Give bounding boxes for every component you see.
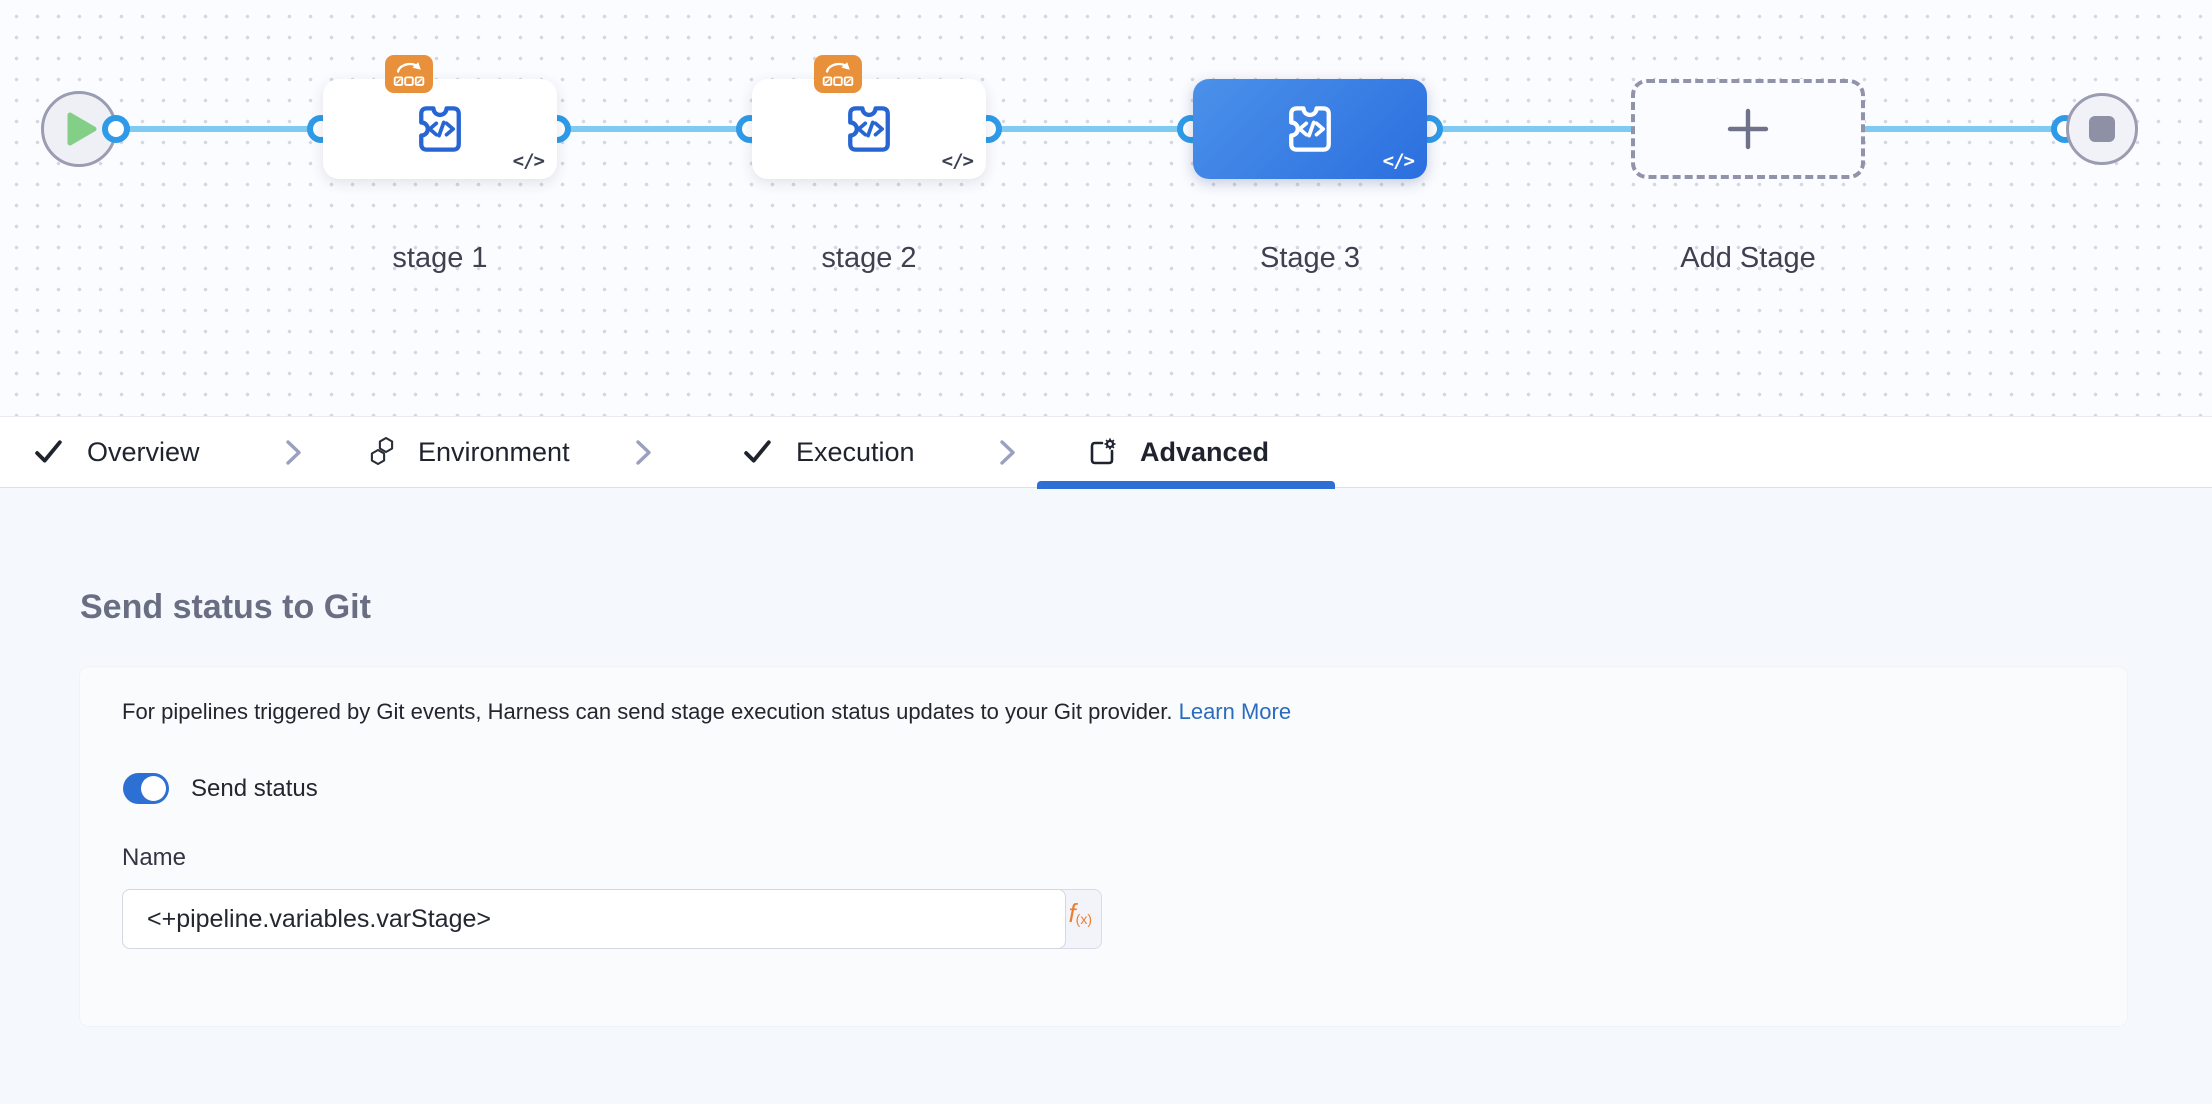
tab-label: Execution — [796, 436, 915, 467]
fx-icon: f — [1068, 898, 1076, 928]
check-icon — [742, 438, 774, 466]
stage-label: stage 1 — [392, 242, 488, 274]
stage-label: stage 2 — [821, 242, 917, 274]
send-status-toggle[interactable] — [123, 773, 169, 804]
advanced-gear-icon — [1086, 436, 1118, 468]
loop-strategy-badge — [814, 55, 862, 93]
section-title: Send status to Git — [80, 588, 371, 626]
stage-node-stage-2[interactable]: </> — [752, 79, 986, 179]
tab-advanced[interactable]: Advanced — [1086, 417, 1269, 487]
environment-hexagons-icon — [368, 436, 396, 468]
code-toggle-glyph: </> — [512, 150, 545, 172]
chevron-right-icon — [1000, 439, 1016, 466]
tab-label: Overview — [87, 436, 200, 467]
stage-node-stage-3[interactable]: </> — [1193, 79, 1427, 179]
tab-label: Environment — [418, 436, 570, 467]
chevron-right-icon — [636, 439, 652, 466]
stage-label: Stage 3 — [1260, 242, 1360, 274]
custom-stage-icon — [838, 99, 900, 159]
play-icon — [67, 112, 97, 146]
tab-environment[interactable]: Environment — [368, 417, 570, 487]
check-icon — [33, 438, 65, 466]
code-toggle-glyph: </> — [1382, 150, 1415, 172]
send-status-panel: For pipelines triggered by Git events, H… — [80, 667, 2127, 1026]
advanced-tab-content: Send status to Git For pipelines trigger… — [0, 488, 2212, 1104]
toggle-label: Send status — [191, 774, 318, 802]
tab-label: Advanced — [1140, 436, 1270, 467]
add-stage-node[interactable] — [1631, 79, 1865, 179]
send-status-toggle-row: Send status — [123, 773, 318, 804]
stage-node-stage-1[interactable]: </> — [323, 79, 557, 179]
stage-config-tabs: Overview Environment Execution — [0, 416, 2212, 489]
name-label: Name — [122, 844, 187, 871]
tab-execution[interactable]: Execution — [742, 417, 915, 487]
name-input[interactable] — [122, 889, 1066, 949]
toggle-knob — [141, 776, 166, 801]
chevron-right-icon — [286, 439, 302, 466]
learn-more-link[interactable]: Learn More — [1178, 699, 1292, 724]
panel-description: For pipelines triggered by Git events, H… — [122, 699, 1292, 724]
custom-stage-icon — [409, 99, 471, 159]
code-toggle-glyph: </> — [941, 150, 974, 172]
node-port[interactable] — [102, 115, 130, 143]
custom-stage-icon — [1279, 99, 1341, 159]
plus-icon — [1725, 106, 1771, 152]
connector-line — [116, 126, 2065, 132]
tab-overview[interactable]: Overview — [33, 417, 200, 487]
end-node — [2066, 93, 2138, 165]
stage-label: Add Stage — [1680, 242, 1816, 274]
stop-icon — [2089, 116, 2115, 142]
active-tab-underline — [1037, 481, 1335, 489]
start-node — [41, 91, 117, 167]
loop-strategy-badge — [385, 55, 433, 93]
pipeline-canvas[interactable]: </> </> — [0, 0, 2212, 416]
